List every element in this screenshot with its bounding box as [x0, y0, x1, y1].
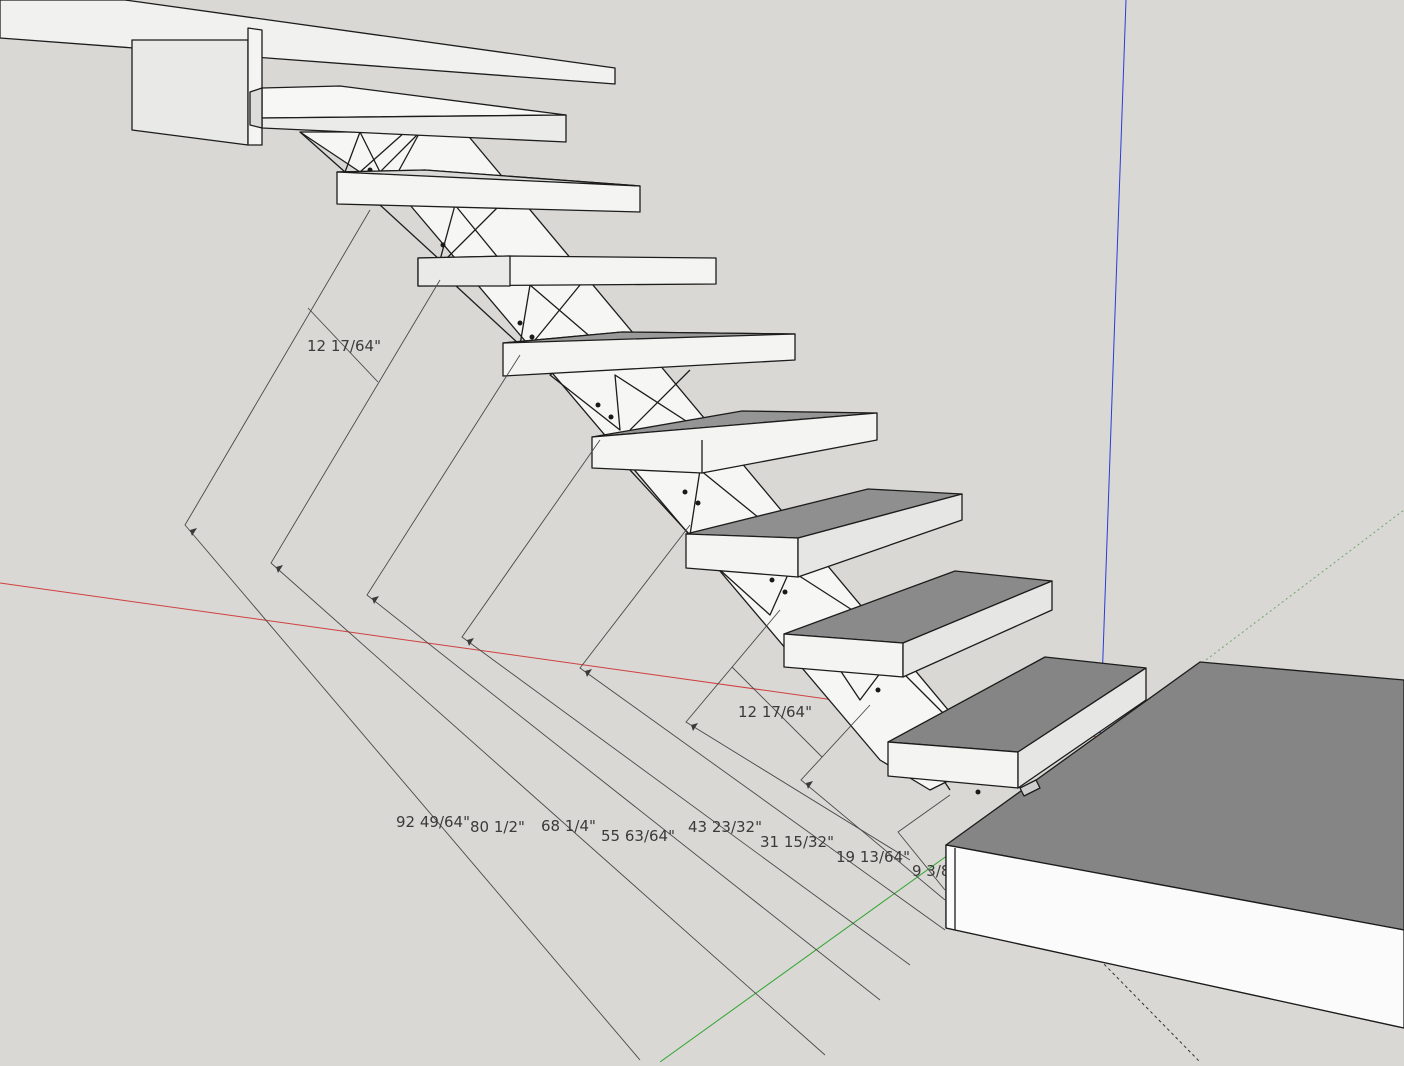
dimension-label-43: 43 23/32": [688, 818, 762, 836]
dimension-label-92: 92 49/64": [396, 813, 470, 831]
stair-tread: [685, 488, 963, 578]
dimension-label-19: 19 13/64": [836, 848, 910, 866]
stringer-bolts: [367, 167, 981, 795]
blue-axis: [1099, 0, 1127, 741]
stair-tread: [249, 85, 567, 143]
dimension-label-55: 55 63/64": [601, 827, 675, 845]
stair-tread: [417, 255, 717, 287]
stair-tread: [591, 410, 878, 474]
dimension-label-tread-lower: 12 17/64": [738, 703, 812, 721]
upper-floor-beam: [0, 0, 616, 146]
dimension-labels: 12 17/64" 12 17/64" 92 49/64" 80 1/2" 68…: [307, 337, 957, 880]
stair-treads: [249, 85, 1147, 789]
dimension-label-tread-upper: 12 17/64": [307, 337, 381, 355]
stair-tread: [887, 656, 1147, 789]
dimension-label-80: 80 1/2": [470, 818, 525, 836]
dimension-lines: [184, 209, 951, 1061]
stair-tread: [336, 169, 641, 213]
dimension-label-68: 68 1/4": [541, 817, 596, 835]
stair-tread: [783, 570, 1053, 678]
landing-front-face: [945, 844, 1404, 1029]
dimension-label-31: 31 15/32": [760, 833, 834, 851]
green-axis: [659, 849, 956, 1063]
stair-tread: [502, 331, 796, 377]
